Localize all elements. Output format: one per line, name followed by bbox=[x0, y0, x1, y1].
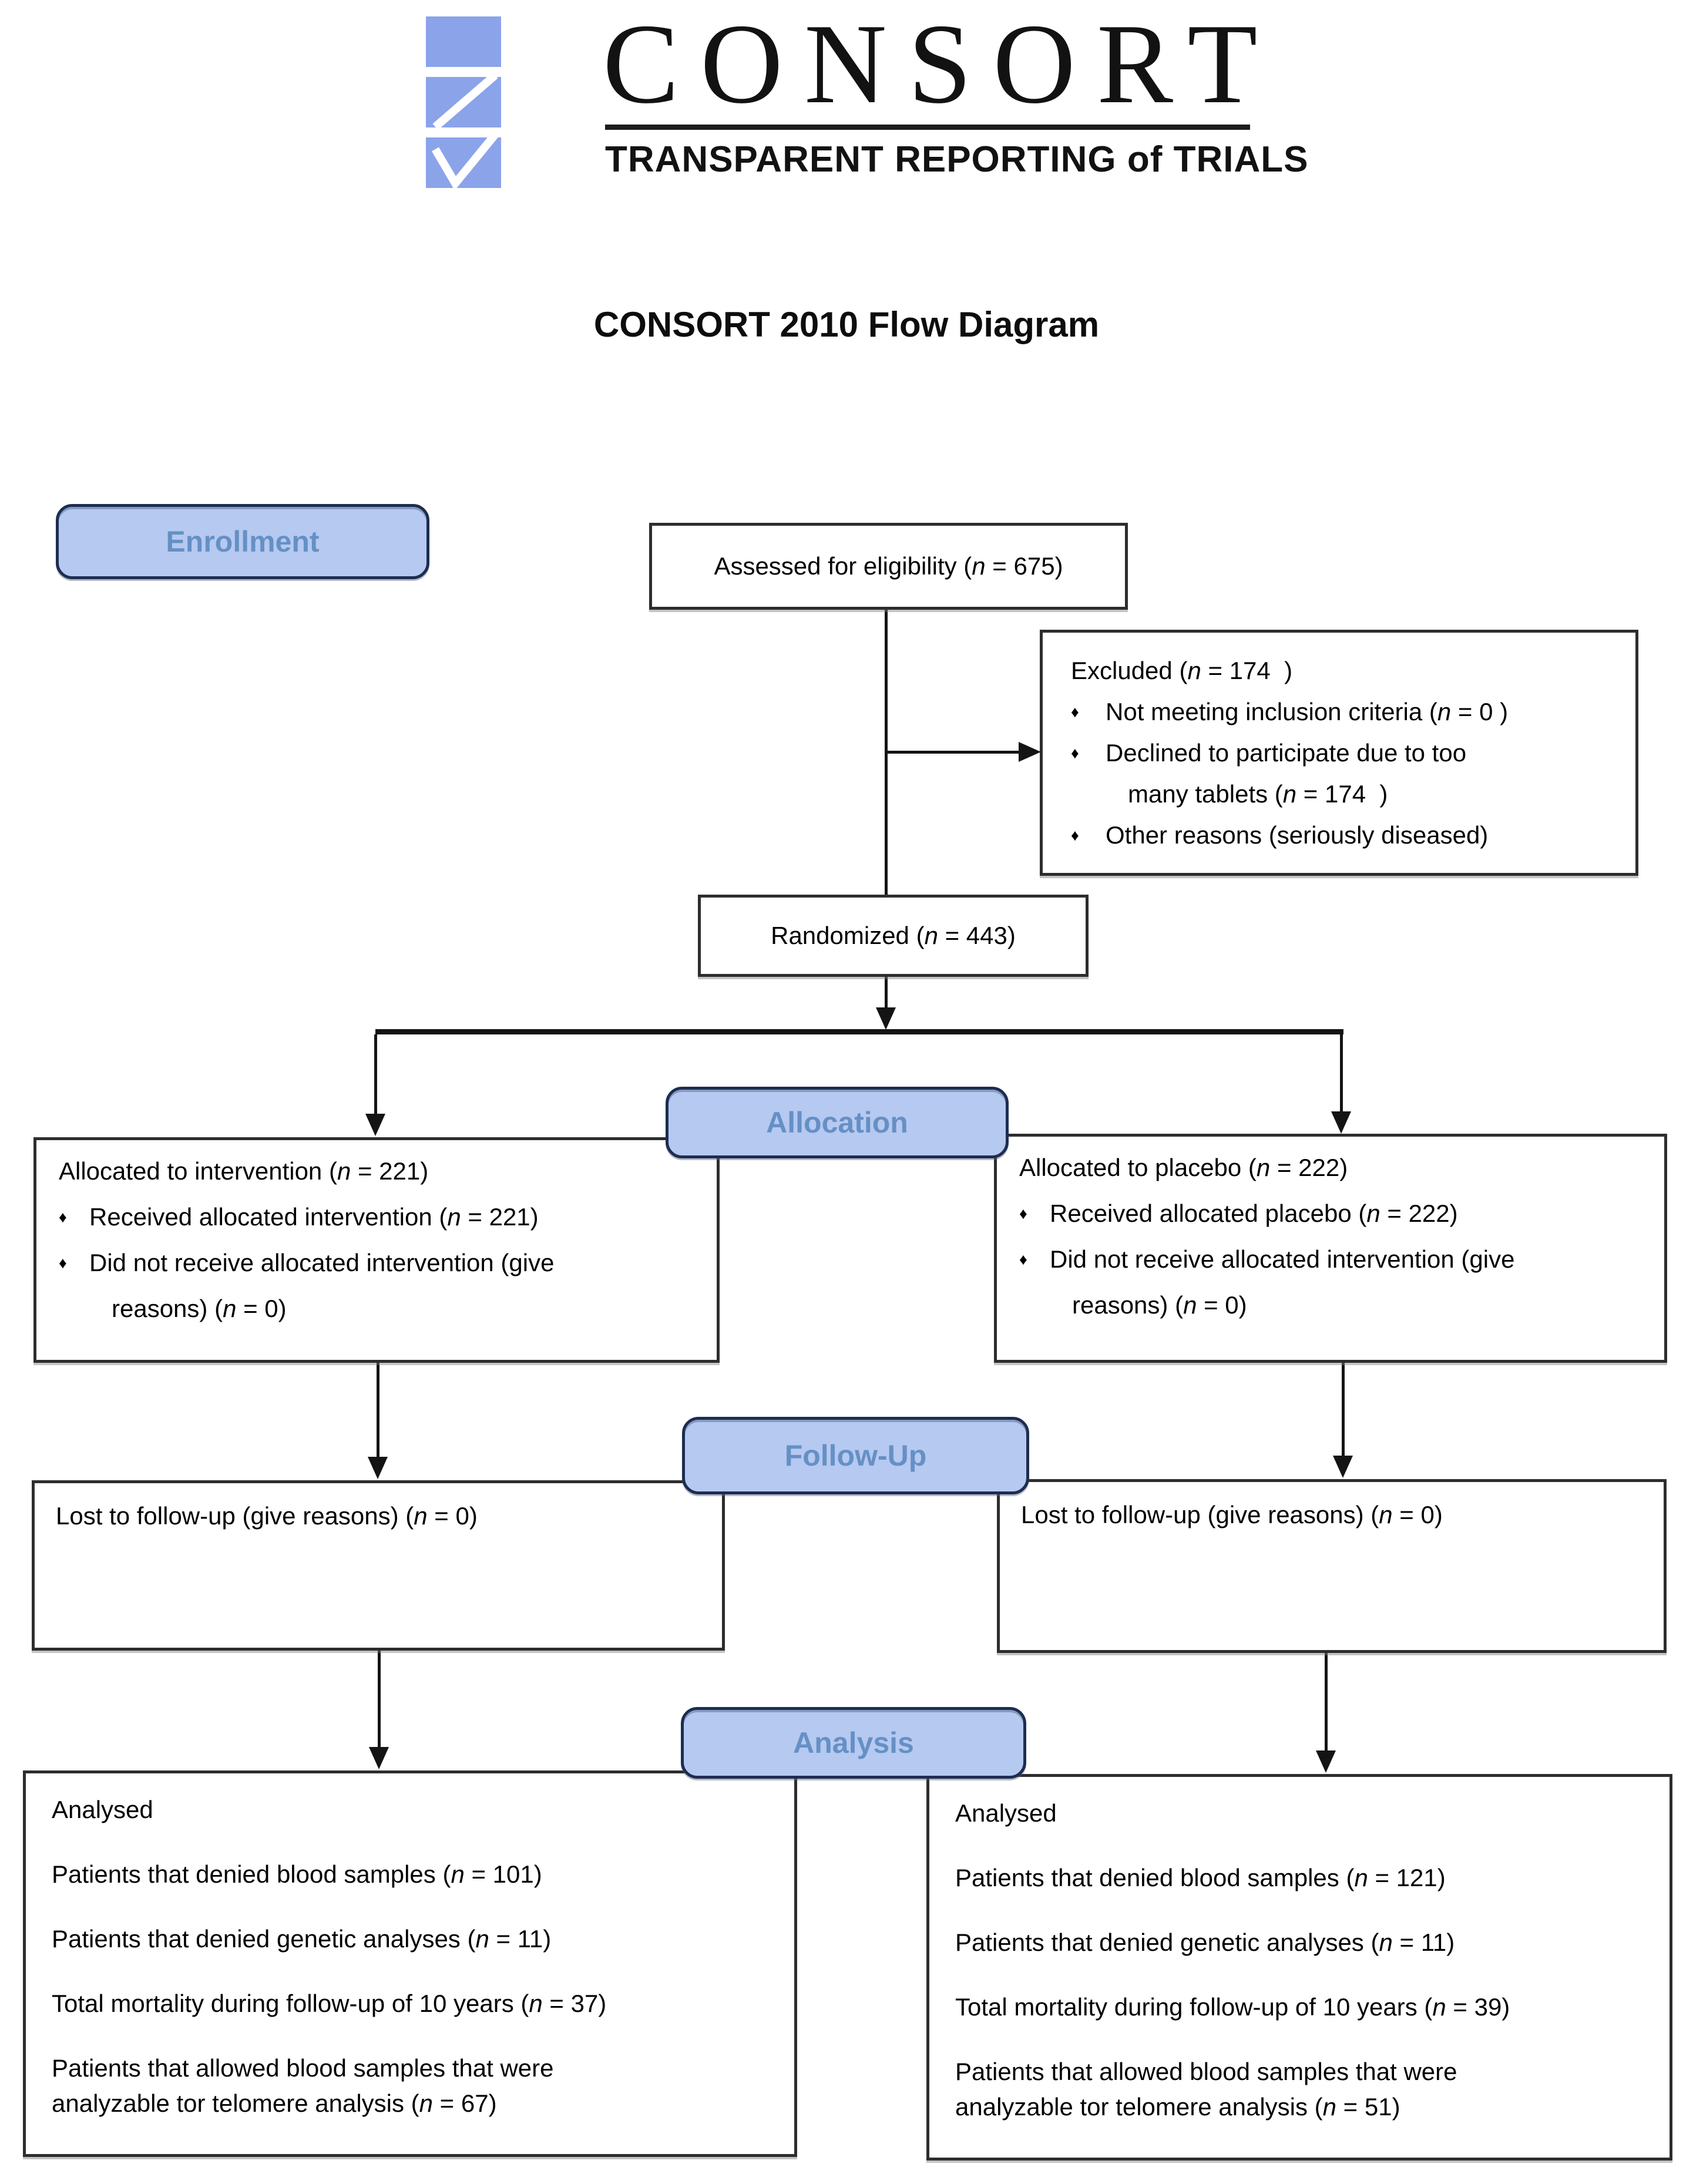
phase-label-analysis: Analysis bbox=[681, 1707, 1026, 1779]
allocation-title: Allocated to intervention (n = 221) bbox=[59, 1157, 429, 1185]
assessed-eligibility-box: Assessed for eligibility (n = 675) bbox=[649, 523, 1128, 610]
consort-logo-icon bbox=[426, 16, 501, 188]
analysed-line: Patients that denied blood samples (n = … bbox=[52, 1860, 542, 1888]
excluded-box: Excluded (n = 174 ) ♦ Not meeting inclus… bbox=[1040, 630, 1638, 876]
bullet-icon: ♦ bbox=[59, 1254, 67, 1272]
analysed-line: Patients that allowed blood samples that… bbox=[52, 2054, 554, 2117]
list-item: ♦ Did not receive allocated intervention… bbox=[59, 1240, 703, 1332]
arrowhead-down-icon bbox=[1316, 1750, 1336, 1773]
analysed-title: Analysed bbox=[52, 1796, 153, 1823]
analysed-title: Analysed bbox=[955, 1799, 1057, 1827]
analysed-line: Patients that denied genetic analyses (n… bbox=[52, 1925, 552, 1953]
analysed-line: Total mortality during follow-up of 10 y… bbox=[52, 1990, 607, 2017]
bullet-icon: ♦ bbox=[1019, 1251, 1027, 1268]
analysed-right-box: Analysed Patients that denied blood samp… bbox=[926, 1774, 1672, 2161]
connector-split-alloc-left bbox=[374, 1034, 377, 1114]
connector-fup-analysis-right bbox=[1325, 1652, 1328, 1752]
lost-followup-right-box: Lost to follow-up (give reasons) (n = 0) bbox=[997, 1479, 1667, 1653]
list-item: ♦ Did not receive allocated intervention… bbox=[1019, 1237, 1650, 1328]
arrowhead-right-icon bbox=[1019, 742, 1041, 762]
lost-followup-text: Lost to follow-up (give reasons) (n = 0) bbox=[1021, 1501, 1443, 1528]
split-line-allocation bbox=[375, 1029, 1343, 1034]
arrowhead-down-icon bbox=[365, 1114, 385, 1136]
connector-to-excluded bbox=[885, 751, 1023, 754]
phase-label-text: Enrollment bbox=[166, 525, 320, 558]
phase-label-text: Analysis bbox=[793, 1726, 914, 1759]
list-item-text: Received allocated placebo (n = 222) bbox=[1050, 1199, 1458, 1227]
list-item-text: Not meeting inclusion criteria (n = 0 ) bbox=[1106, 698, 1509, 725]
list-item: ♦ Other reasons (seriously diseased) bbox=[1071, 815, 1619, 856]
phase-label-allocation: Allocation bbox=[666, 1087, 1009, 1158]
phase-label-followup: Follow-Up bbox=[682, 1417, 1029, 1494]
connector-randomized-split bbox=[885, 976, 888, 1009]
list-item: ♦ Declined to participate due to too man… bbox=[1071, 733, 1619, 815]
list-item-text: Declined to participate due to too many … bbox=[1106, 739, 1467, 808]
phase-label-text: Follow-Up bbox=[784, 1439, 927, 1472]
list-item-text: Received allocated intervention (n = 221… bbox=[89, 1203, 539, 1231]
bullet-icon: ♦ bbox=[1071, 703, 1079, 721]
arrowhead-down-icon bbox=[1333, 1456, 1353, 1478]
connector-split-alloc-right bbox=[1340, 1034, 1343, 1112]
lost-followup-left-box: Lost to follow-up (give reasons) (n = 0) bbox=[32, 1480, 725, 1651]
randomized-box: Randomized (n = 443) bbox=[698, 895, 1089, 977]
phase-label-enrollment: Enrollment bbox=[56, 504, 429, 579]
connector-fup-analysis-left bbox=[378, 1649, 381, 1748]
randomized-text: Randomized (n = 443) bbox=[771, 922, 1016, 949]
arrowhead-down-icon bbox=[876, 1007, 896, 1030]
consort-tagline: TRANSPARENT REPORTING of TRIALS bbox=[605, 139, 1309, 180]
connector-alloc-fup-left bbox=[377, 1362, 379, 1457]
phase-label-text: Allocation bbox=[766, 1106, 908, 1139]
analysed-line: Patients that allowed blood samples that… bbox=[955, 2058, 1457, 2121]
arrowhead-down-icon bbox=[1331, 1111, 1351, 1134]
assessed-text: Assessed for eligibility (n = 675) bbox=[714, 552, 1063, 580]
arrowhead-down-icon bbox=[368, 1457, 388, 1479]
bullet-icon: ♦ bbox=[59, 1208, 67, 1226]
lost-followup-text: Lost to follow-up (give reasons) (n = 0) bbox=[56, 1502, 478, 1530]
analysed-line: Patients that denied genetic analyses (n… bbox=[955, 1928, 1455, 1956]
arrowhead-down-icon bbox=[369, 1747, 389, 1769]
list-item-text: Other reasons (seriously diseased) bbox=[1106, 821, 1489, 849]
analysed-line: Total mortality during follow-up of 10 y… bbox=[955, 1993, 1510, 2021]
analysed-left-box: Analysed Patients that denied blood samp… bbox=[23, 1770, 797, 2157]
allocated-placebo-box: Allocated to placebo (n = 222) ♦ Receive… bbox=[994, 1134, 1667, 1363]
bullet-icon: ♦ bbox=[1019, 1205, 1027, 1222]
list-item-text: Did not receive allocated intervention (… bbox=[1050, 1245, 1515, 1319]
allocation-title: Allocated to placebo (n = 222) bbox=[1019, 1154, 1348, 1181]
excluded-title: Excluded (n = 174 ) bbox=[1071, 657, 1293, 684]
bullet-icon: ♦ bbox=[1071, 826, 1079, 844]
list-item: ♦ Received allocated placebo (n = 222) bbox=[1019, 1191, 1650, 1237]
list-item: ♦ Received allocated intervention (n = 2… bbox=[59, 1194, 703, 1240]
list-item-text: Did not receive allocated intervention (… bbox=[89, 1249, 555, 1322]
bullet-icon: ♦ bbox=[1071, 744, 1079, 762]
analysed-line: Patients that denied blood samples (n = … bbox=[955, 1864, 1446, 1891]
allocated-intervention-box: Allocated to intervention (n = 221) ♦ Re… bbox=[33, 1137, 720, 1363]
logo-divider bbox=[605, 125, 1250, 130]
consort-wordmark: CONSORT bbox=[603, 1, 1279, 127]
list-item: ♦ Not meeting inclusion criteria (n = 0 … bbox=[1071, 691, 1619, 733]
connector-alloc-fup-right bbox=[1342, 1362, 1345, 1456]
page-title: CONSORT 2010 Flow Diagram bbox=[593, 305, 1100, 344]
